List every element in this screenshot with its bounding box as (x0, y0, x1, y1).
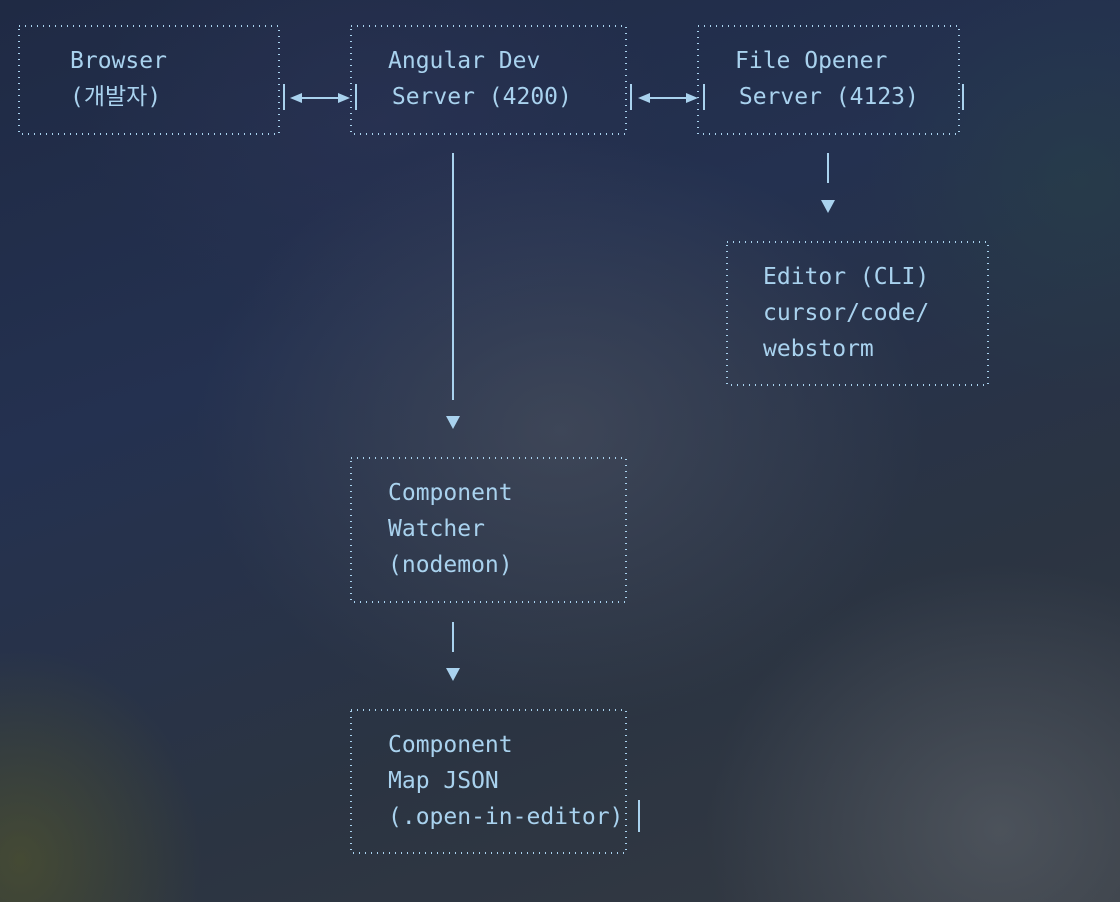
node-browser-frame (18, 25, 280, 135)
edge-browser-angular-arrow-right (338, 93, 350, 103)
node-browser-line-1: Browser (70, 48, 167, 74)
edge-angular-watcher (446, 153, 460, 429)
edge-angular-opener (630, 84, 964, 110)
edge-angular-opener-arrow-left (638, 93, 650, 103)
node-map-line-3: (.open-in-editor) (388, 804, 623, 830)
edge-browser-angular (283, 84, 357, 110)
edge-opener-editor-arrow (821, 200, 835, 213)
edge-angular-watcher-arrow (446, 416, 460, 429)
node-angular-dev-server: Angular Dev Server (4200) (350, 25, 627, 135)
node-editor-line-2: cursor/code/ (763, 300, 929, 326)
edge-opener-editor (821, 153, 835, 213)
edge-watcher-map-arrow (446, 668, 460, 681)
node-browser: Browser (개발자) (18, 25, 280, 135)
node-angular-line-2: Server (4200) (378, 84, 572, 110)
node-map-line-2: Map JSON (388, 768, 499, 794)
node-browser-line-2: (개발자) (70, 84, 161, 110)
node-watcher-line-3: (nodemon) (388, 552, 513, 578)
node-opener-line-1: File Opener (735, 48, 887, 74)
node-watcher-line-2: Watcher (388, 516, 485, 542)
node-editor-frame (726, 241, 989, 386)
edge-angular-opener-arrow-right (686, 93, 698, 103)
node-opener-line-2: Server (4123) (725, 84, 919, 110)
edge-watcher-map (446, 622, 460, 681)
node-angular-frame (350, 25, 627, 135)
node-editor: Editor (CLI) cursor/code/ webstorm (726, 241, 989, 386)
node-component-map-json: Component Map JSON (.open-in-editor) (350, 709, 640, 854)
edge-browser-angular-arrow-left (290, 93, 302, 103)
node-component-watcher: Component Watcher (nodemon) (350, 457, 627, 603)
node-watcher-line-1: Component (388, 480, 513, 506)
node-opener-frame (697, 25, 960, 135)
node-editor-line-3: webstorm (763, 336, 874, 362)
node-angular-line-1: Angular Dev (388, 48, 540, 74)
node-file-opener-server: File Opener Server (4123) (697, 25, 960, 135)
node-editor-line-1: Editor (CLI) (763, 264, 929, 290)
node-map-line-1: Component (388, 732, 513, 758)
